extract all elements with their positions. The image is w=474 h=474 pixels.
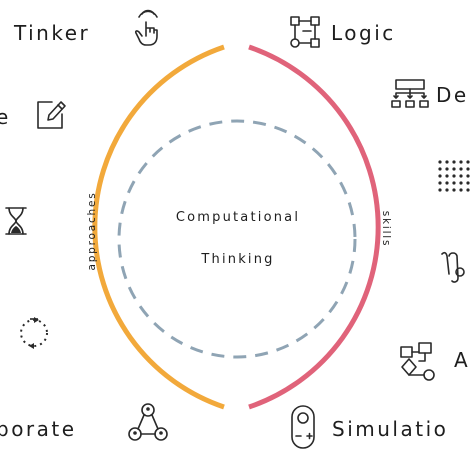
decompose-label: De <box>436 83 469 107</box>
dot-grid-dot <box>466 174 470 178</box>
dot-grid-icon <box>438 160 470 192</box>
dot-grid-dot <box>452 181 456 185</box>
hourglass-icon <box>5 207 27 235</box>
approaches-arc <box>92 44 225 410</box>
dot-grid-dot <box>459 188 463 192</box>
simulation-label: Simulatio <box>332 417 448 441</box>
tinker-label: Tinker <box>13 21 90 45</box>
dot-grid-dot <box>438 188 442 192</box>
dot-grid-dot <box>445 174 449 178</box>
dot-grid-dot <box>466 160 470 164</box>
dotted-cycle-icon <box>20 317 48 349</box>
capricorn-icon <box>441 251 465 283</box>
dot-grid-dot <box>438 167 442 171</box>
dot-grid-dot <box>438 174 442 178</box>
dot-grid-dot <box>466 188 470 192</box>
dot-grid-dot <box>445 188 449 192</box>
flowchart-icon <box>290 16 320 48</box>
dot-grid-dot <box>452 167 456 171</box>
dot-grid-dot <box>445 160 449 164</box>
algorithms-label: A <box>454 348 470 372</box>
center-title-line1: Computational <box>176 210 300 225</box>
dot-grid-dot <box>438 181 442 185</box>
dot-grid-dot <box>459 167 463 171</box>
dot-grid-dot <box>452 188 456 192</box>
collaborate-label: borate <box>0 417 77 441</box>
people-network-icon <box>128 403 168 441</box>
pencil-square-icon <box>37 101 66 129</box>
create-label: e <box>0 105 11 129</box>
dot-grid-dot <box>452 174 456 178</box>
logic-label: Logic <box>331 21 396 45</box>
dot-grid-dot <box>466 167 470 171</box>
algorithm-flow-icon <box>400 342 435 381</box>
skills-label: skills <box>380 211 392 248</box>
pointing-hand-icon <box>134 9 158 46</box>
dot-grid-dot <box>459 174 463 178</box>
remote-control-icon <box>291 405 315 449</box>
inner-dashed-circle <box>117 119 357 359</box>
dot-grid-dot <box>452 160 456 164</box>
dot-grid-dot <box>445 167 449 171</box>
breakdown-icon <box>391 79 429 108</box>
dot-grid-dot <box>466 181 470 185</box>
center-title-line2: Thinking <box>200 252 274 267</box>
skills-arc <box>248 44 381 410</box>
dot-grid-dot <box>459 181 463 185</box>
dot-grid-dot <box>459 160 463 164</box>
dot-grid-dot <box>445 181 449 185</box>
approaches-label: approaches <box>86 191 98 270</box>
dot-grid-dot <box>438 160 442 164</box>
